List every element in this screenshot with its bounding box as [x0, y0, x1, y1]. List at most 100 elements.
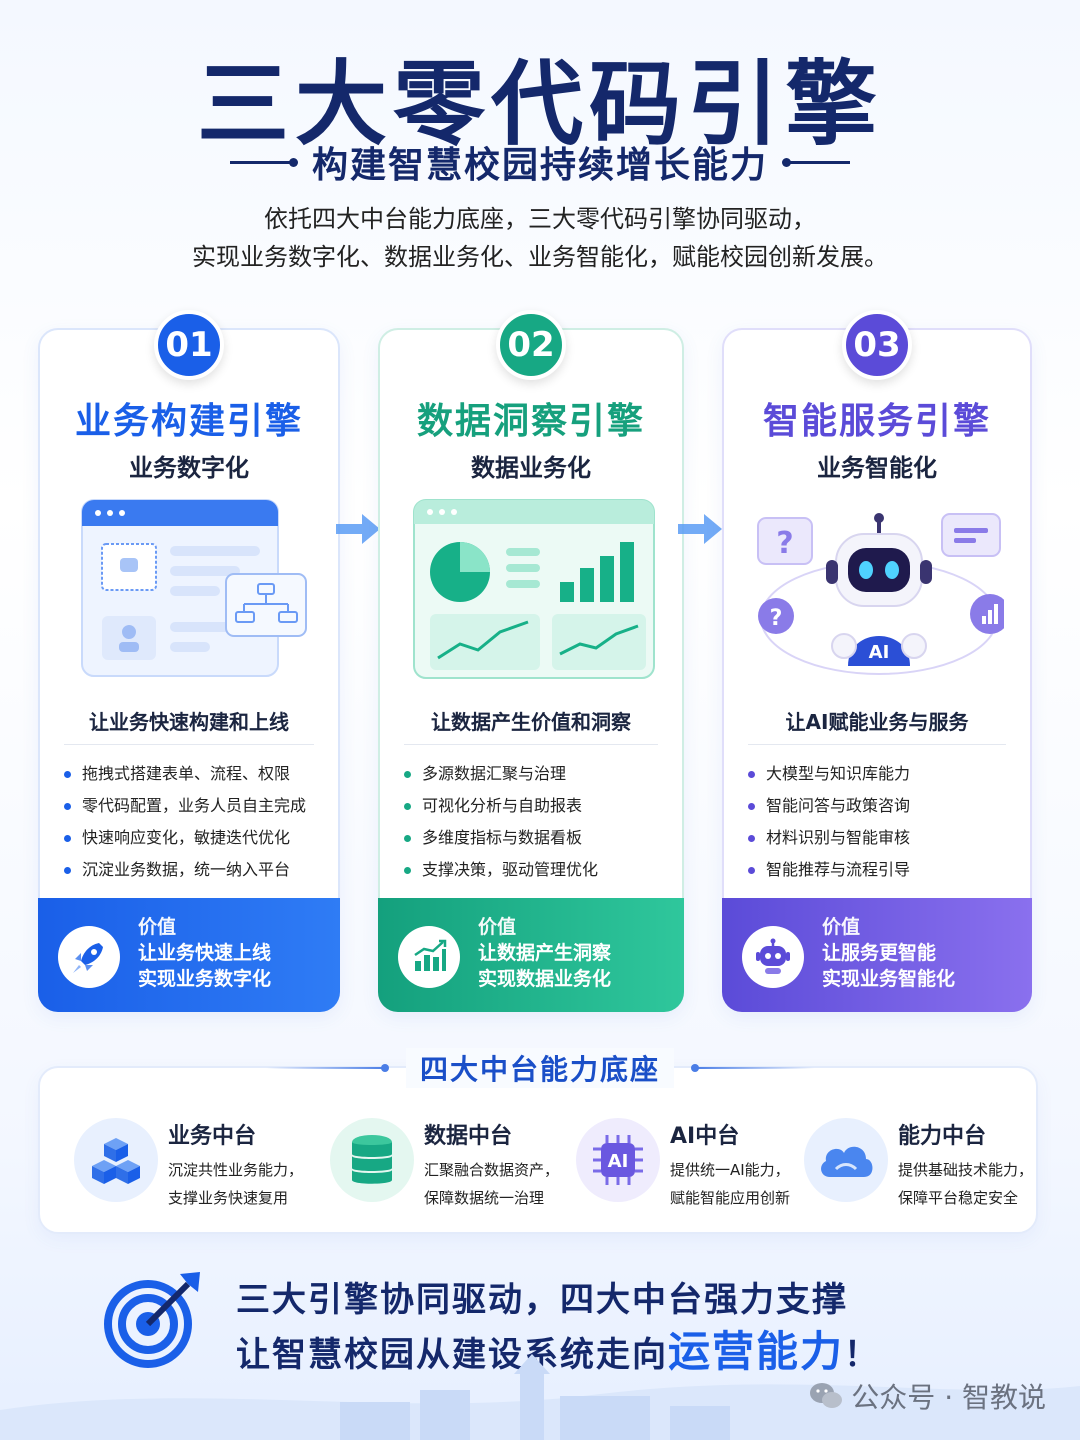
list-item: 大模型与知识库能力 [748, 758, 1020, 790]
value-line-2: 实现数据业务化 [478, 968, 612, 990]
engine-subtitle: 数据业务化 [471, 454, 591, 482]
list-item: 支撑决策，驱动管理优化 [404, 854, 672, 886]
footer-line-2-suffix: ！ [844, 1335, 881, 1375]
engine-card-ai: 03 智能服务引擎 业务智能化 ? ? AI 让AI赋能业务与服务 大模型与知识… [722, 310, 1032, 1012]
platform-name: AI中台 [670, 1124, 740, 1149]
database-icon [330, 1118, 414, 1202]
intro-line-1: 依托四大中台能力底座，三大零代码引擎协同驱动， [264, 205, 816, 233]
engine-number-badge: 01 [154, 310, 224, 380]
value-label: 价值 [478, 916, 517, 938]
engine-lead: 让AI赋能业务与服务 [785, 710, 969, 734]
base-title-row: 四大中台能力底座 [0, 1048, 1080, 1088]
ai-label: AI [869, 642, 890, 663]
cubes-icon [74, 1118, 158, 1202]
list-item: 可视化分析与自助报表 [404, 790, 672, 822]
growth-chart-icon [398, 926, 460, 988]
list-item: 多源数据汇聚与治理 [404, 758, 672, 790]
platform-desc: 沉淀共性业务能力， 支撑业务快速复用 [168, 1156, 303, 1212]
cloud-icon [804, 1118, 888, 1202]
list-item: 多维度指标与数据看板 [404, 822, 672, 854]
list-item: 智能问答与政策咨询 [748, 790, 1020, 822]
value-label: 价值 [138, 916, 177, 938]
rocket-icon [58, 926, 120, 988]
platform-desc-line: 沉淀共性业务能力， [168, 1161, 304, 1179]
platform-desc-line: 支撑业务快速复用 [168, 1189, 289, 1207]
ai-chip-label: AI [608, 1151, 629, 1172]
value-box: 价值 让数据产生洞察 实现数据业务化 [378, 898, 684, 1012]
page-subtitle: 构建智慧校园持续增长能力 [311, 145, 768, 186]
platform-name: 能力中台 [898, 1124, 987, 1149]
page-title: 三大零代码引擎 [196, 51, 883, 158]
value-line-1: 让数据产生洞察 [478, 942, 612, 964]
list-item: 材料识别与智能审核 [748, 822, 1020, 854]
arrow-right-icon [678, 514, 722, 544]
engine-subtitle: 业务智能化 [817, 454, 937, 482]
footer-line-1: 三大引擎协同驱动，四大中台强力支撑 [236, 1280, 848, 1320]
arrow-right-icon [336, 514, 380, 544]
value-line-1: 让业务快速上线 [138, 942, 272, 964]
platform-desc-line: 提供统一AI能力， [670, 1161, 790, 1179]
platform-desc: 汇聚融合数据资产， 保障数据统一治理 [424, 1156, 559, 1212]
platform-name: 业务中台 [168, 1124, 257, 1149]
decor-line-right [782, 157, 850, 167]
decor-line-left [265, 1064, 389, 1072]
divider [64, 744, 314, 745]
value-box: 价值 让业务快速上线 实现业务数字化 [38, 898, 340, 1012]
engine-lead: 让数据产生价值和洞察 [431, 710, 631, 734]
form-builder-illustration-icon [81, 499, 307, 677]
base-title: 四大中台能力底座 [405, 1048, 674, 1088]
list-item: 沉淀业务数据，统一纳入平台 [64, 854, 328, 886]
campus-skyline-icon [0, 1354, 1080, 1440]
platform-name: 数据中台 [424, 1124, 513, 1149]
engine-title: 智能服务引擎 [762, 401, 991, 442]
intro-line-2: 实现业务数字化、数据业务化、业务智能化，赋能校园创新发展。 [192, 243, 888, 271]
engine-card-data: 02 数据洞察引擎 数据业务化 让数据产生价值和洞察 多源数据汇聚与治理 可视化… [378, 310, 684, 1012]
decor-line-left [229, 157, 298, 167]
value-line-1: 让服务更智能 [822, 942, 937, 964]
engine-number-badge: 03 [842, 310, 912, 380]
list-item: 拖拽式搭建表单、流程、权限 [64, 758, 328, 790]
platform-panel: 业务中台 沉淀共性业务能力， 支撑业务快速复用 数据中台 汇聚融合数据资产， 保… [38, 1066, 1038, 1234]
watermark-text: 公众号 · 智教说 [851, 1381, 1046, 1414]
platform-desc: 提供基础技术能力， 保障平台稳定安全 [898, 1156, 1033, 1212]
value-line-2: 实现业务智能化 [822, 968, 956, 990]
value-line-2: 实现业务数字化 [138, 968, 272, 990]
engine-number-badge: 02 [496, 310, 566, 380]
engine-bullet-list: 拖拽式搭建表单、流程、权限 零代码配置，业务人员自主完成 快速响应变化，敏捷迭代… [64, 758, 328, 886]
robot-icon [742, 926, 804, 988]
decor-line-right [691, 1064, 814, 1072]
target-icon [104, 1272, 200, 1368]
engine-bullet-list: 多源数据汇聚与治理 可视化分析与自助报表 多维度指标与数据看板 支撑决策，驱动管… [404, 758, 672, 886]
footer-highlight: 运营能力 [668, 1327, 845, 1376]
divider [748, 744, 1006, 745]
svg-text:?: ? [770, 606, 783, 631]
divider [404, 744, 658, 745]
ai-chip-icon: AI [576, 1118, 660, 1202]
engine-bullet-list: 大模型与知识库能力 智能问答与政策咨询 材料识别与智能审核 智能推荐与流程引导 [748, 758, 1020, 886]
subtitle-row: 构建智慧校园持续增长能力 [0, 136, 1080, 188]
engine-title: 业务构建引擎 [74, 401, 303, 442]
engine-card-business: 01 业务构建引擎 业务数字化 让业务快速构建和上线 拖拽式搭建表单、流程、权限… [38, 310, 340, 1012]
wechat-icon [810, 1383, 843, 1408]
platform-desc-line: 保障数据统一治理 [424, 1189, 545, 1207]
watermark: 公众号 · 智教说 [809, 1376, 1046, 1416]
platform-desc-line: 赋能智能应用创新 [670, 1189, 791, 1207]
svg-text:?: ? [776, 526, 793, 561]
value-box: 价值 让服务更智能 实现业务智能化 [722, 898, 1032, 1012]
list-item: 零代码配置，业务人员自主完成 [64, 790, 328, 822]
list-item: 智能推荐与流程引导 [748, 854, 1020, 886]
platform-desc-line: 提供基础技术能力， [898, 1161, 1034, 1179]
data-dashboard-illustration-icon [413, 499, 655, 679]
engine-subtitle: 业务数字化 [129, 454, 249, 482]
platform-desc-line: 保障平台稳定安全 [898, 1189, 1019, 1207]
value-label: 价值 [822, 916, 861, 938]
engine-lead: 让业务快速构建和上线 [89, 710, 289, 734]
platform-desc-line: 汇聚融合数据资产， [424, 1161, 560, 1179]
footer-line-2-prefix: 让智慧校园从建设系统走向 [236, 1335, 668, 1375]
intro-text: 依托四大中台能力底座，三大零代码引擎协同驱动， 实现业务数字化、数据业务化、业务… [0, 200, 1080, 276]
engine-title: 数据洞察引擎 [416, 401, 645, 442]
platform-desc: 提供统一AI能力， 赋能智能应用创新 [670, 1156, 790, 1212]
footer-line-2: 让智慧校园从建设系统走向运营能力！ [236, 1318, 880, 1379]
list-item: 快速响应变化，敏捷迭代优化 [64, 822, 328, 854]
ai-robot-illustration-icon: ? ? AI [757, 513, 1004, 675]
